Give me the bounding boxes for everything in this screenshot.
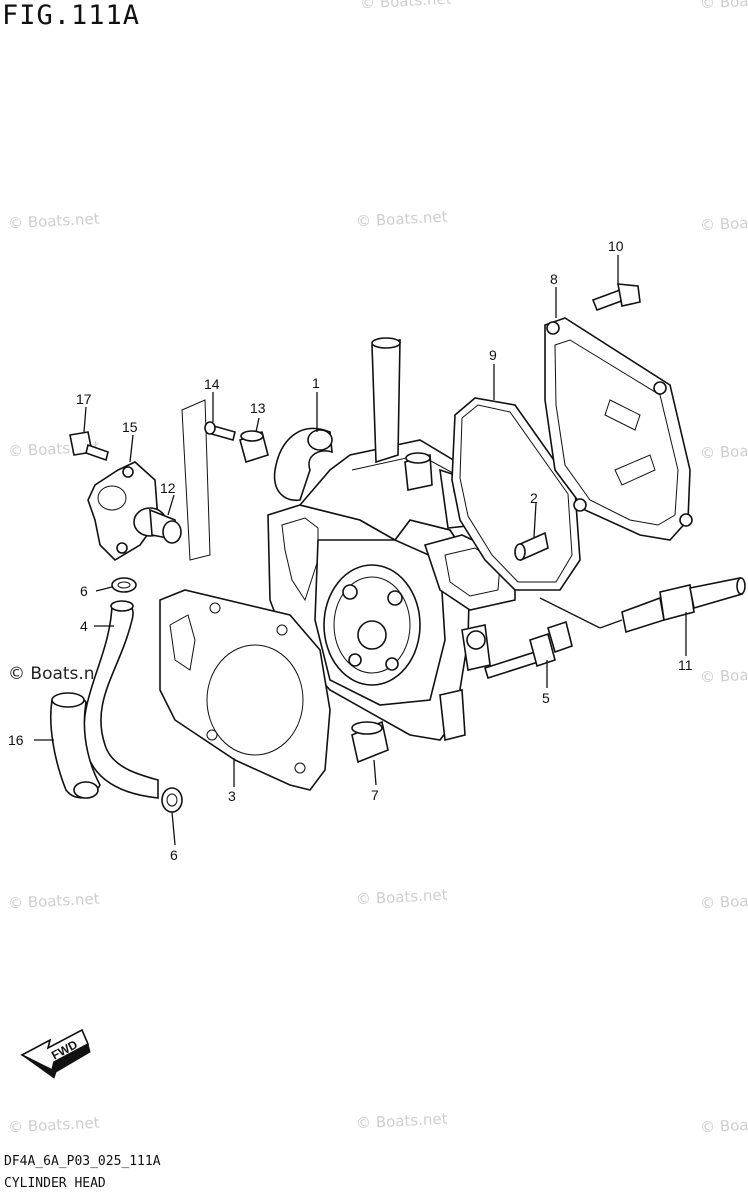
callout-4: 4 [80, 618, 88, 634]
drawing-code: DF4A_6A_P03_025_111A [4, 1154, 161, 1169]
water-hose [83, 602, 159, 799]
callout-11: 11 [678, 657, 693, 673]
drawing-name: CYLINDER HEAD [4, 1176, 106, 1191]
figure-title: FIG.111A [2, 0, 141, 31]
head-cover [544, 317, 693, 541]
callout-7: 7 [371, 787, 379, 803]
callout-3: 3 [228, 788, 236, 804]
cover-bolt [591, 283, 641, 312]
callout-16: 16 [8, 732, 24, 748]
callout-12: 12 [160, 480, 176, 496]
fwd-arrow-icon: FWD [20, 1028, 91, 1079]
callout-10: 10 [608, 238, 624, 254]
callout-14: 14 [204, 376, 220, 392]
callout-1: 1 [312, 375, 320, 391]
callout-numbers: 1 2 3 4 5 6 6 7 8 9 10 11 12 13 14 15 16… [8, 238, 693, 863]
thermostat-cover [87, 461, 159, 562]
callout-8: 8 [550, 271, 558, 287]
callout-13: 13 [250, 400, 266, 416]
callout-5: 5 [542, 690, 550, 706]
callout-17: 17 [76, 391, 92, 407]
head-gasket [159, 589, 331, 791]
hose-clip-bottom [161, 787, 183, 813]
spark-plug [621, 577, 746, 634]
long-bolt [484, 620, 573, 680]
callout-6b: 6 [170, 847, 178, 863]
callout-2: 2 [530, 490, 538, 506]
callout-6a: 6 [80, 583, 88, 599]
thermostat [133, 507, 182, 544]
bolt-17 [69, 431, 109, 462]
callout-9: 9 [489, 347, 497, 363]
watermark: © Boats.net [8, 664, 112, 684]
hose-clip-top [111, 577, 137, 593]
leader-lines [34, 255, 687, 846]
callout-15: 15 [122, 419, 138, 435]
